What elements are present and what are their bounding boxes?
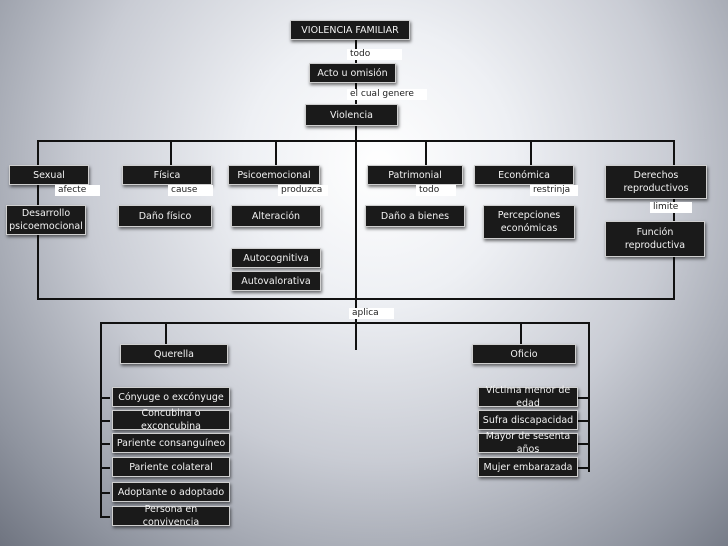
connector: [275, 140, 277, 170]
connector: [165, 322, 167, 344]
oficio-item: Sufra discapacidad: [478, 410, 578, 430]
edge-label-afecte: afecte: [55, 185, 100, 196]
connector: [100, 443, 110, 445]
connector: [100, 492, 110, 494]
edge-label-genere: el cual genere: [347, 89, 427, 100]
edge-label-todo-2: todo: [416, 185, 456, 196]
connector: [100, 322, 102, 517]
node-desarrollo-psicoemocional: Desarrollo psicoemocional: [6, 205, 86, 235]
edge-label-todo: todo: [347, 49, 402, 60]
node-querella: Querella: [120, 344, 228, 364]
node-derechos-reproductivos: Derechos reproductivos: [605, 165, 707, 199]
node-autocognitiva: Autocognitiva: [231, 248, 321, 268]
connector: [578, 443, 588, 445]
edge-label-aplica: aplica: [349, 308, 394, 319]
connector: [37, 140, 673, 142]
node-fisica: Física: [122, 165, 212, 185]
connector: [578, 397, 588, 399]
node-oficio: Oficio: [472, 344, 576, 364]
querella-item: Pariente consanguíneo: [112, 433, 230, 453]
node-psicoemocional: Psicoemocional: [228, 165, 320, 185]
node-economica: Económica: [474, 165, 574, 185]
connector: [37, 298, 675, 300]
connector: [578, 420, 588, 422]
node-violencia: Violencia: [305, 104, 398, 126]
connector: [100, 467, 110, 469]
oficio-item: Víctima menor de edad: [478, 385, 578, 409]
connector: [530, 140, 532, 170]
node-violencia-familiar: VIOLENCIA FAMILIAR: [290, 20, 410, 40]
connector: [520, 322, 522, 344]
edge-label-limite: limite: [650, 202, 692, 213]
connector: [100, 397, 110, 399]
querella-item: Concubina o exconcubina: [112, 408, 230, 432]
edge-label-cause: cause: [168, 185, 213, 196]
connector: [355, 40, 357, 350]
connector: [100, 420, 110, 422]
node-funcion-reproductiva: Función reproductiva: [605, 221, 705, 257]
node-patrimonial: Patrimonial: [367, 165, 463, 185]
node-dano-fisico: Daño físico: [118, 205, 212, 227]
oficio-item: Mayor de sesenta años: [478, 431, 578, 455]
connector: [170, 140, 172, 170]
edge-label-restrinja: restrinja: [530, 185, 578, 196]
connector: [100, 516, 110, 518]
querella-item: Persona en convivencia: [112, 504, 230, 528]
edge-label-produzca: produzca: [278, 185, 328, 196]
node-autovalorativa: Autovalorativa: [231, 271, 321, 291]
node-dano-a-bienes: Daño a bienes: [365, 205, 465, 227]
node-percepciones-economicas: Percepciones económicas: [483, 205, 575, 239]
connector: [588, 322, 590, 472]
node-sexual: Sexual: [9, 165, 89, 185]
node-alteracion: Alteración: [231, 205, 321, 227]
connector: [578, 467, 588, 469]
connector: [425, 140, 427, 170]
querella-item: Cónyuge o excónyuge: [112, 387, 230, 407]
querella-item: Pariente colateral: [112, 457, 230, 477]
querella-item: Adoptante o adoptado: [112, 482, 230, 502]
oficio-item: Mujer embarazada: [478, 457, 578, 477]
connector: [673, 140, 675, 300]
node-acto-u-omision: Acto u omisión: [309, 63, 396, 83]
connector: [100, 322, 590, 324]
